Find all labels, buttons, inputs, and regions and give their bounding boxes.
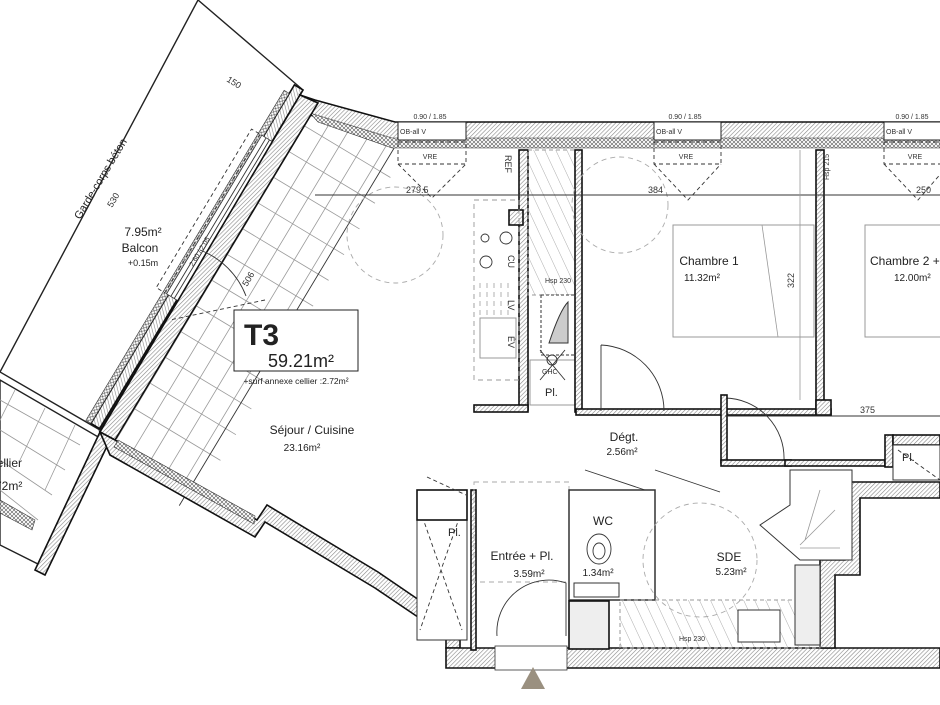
- shutter-3: VRE: [908, 154, 923, 161]
- shutter-1: VRE: [423, 154, 438, 161]
- balcony-area: 7.95m²: [124, 225, 161, 239]
- closet-label-bedroom2: Pl.: [902, 452, 915, 464]
- ceiling-height-kitchen: Hsp 230: [545, 278, 571, 285]
- interior-walls: [169, 149, 940, 651]
- ceiling-height-bathroom: Hsp 230: [679, 636, 705, 643]
- bathroom-name: SDE: [717, 550, 742, 564]
- windows: [397, 121, 940, 201]
- apartment-total-area: 59.21m²: [268, 351, 334, 371]
- apartment-annex-note: +surf annexe cellier :2.72m²: [243, 376, 348, 386]
- dimension-322: 322: [786, 273, 796, 288]
- window-size-1: 0.90 / 1.85: [413, 114, 446, 121]
- cellier-name: Cellier: [0, 456, 22, 470]
- window-type-1: OB-all V: [400, 129, 426, 136]
- bedroom1-name: Chambre 1: [679, 254, 739, 268]
- living-area: 23.16m²: [284, 443, 321, 454]
- entry-name: Entrée + Pl.: [490, 549, 553, 563]
- dimension-506: 506: [240, 270, 256, 288]
- window-type-2: OB-all V: [656, 129, 682, 136]
- window-type-3: OB-all V: [886, 129, 912, 136]
- dimension-lines: [315, 150, 940, 417]
- wc-name: WC: [593, 514, 613, 528]
- cellier-area: 2.72m²: [0, 479, 22, 493]
- balcony-note: +0.15m: [128, 258, 158, 268]
- living-name: Séjour / Cuisine: [270, 423, 355, 437]
- dimension-375: 375: [860, 405, 875, 415]
- cellier: [0, 379, 111, 577]
- balcony-name: Balcon: [122, 241, 159, 255]
- entry-marker-icon: [521, 667, 545, 689]
- entry-area: 3.59m²: [513, 569, 545, 580]
- cooktop-label: CU: [506, 255, 516, 268]
- window-size-3: 0.90 / 1.85: [895, 114, 928, 121]
- apartment-summary-box: [233, 309, 359, 372]
- bedroom2-name: Chambre 2 +: [870, 254, 940, 268]
- balcony: [0, 0, 396, 506]
- bedroom1-area: 11.32m²: [684, 273, 721, 284]
- bathroom-area: 5.23m²: [715, 567, 747, 578]
- apartment-type: T3: [244, 319, 279, 352]
- closet-label-entry: Pl.: [448, 527, 461, 539]
- ceiling-height-bedroom: Hsp 215: [824, 154, 831, 180]
- closet-label-kitchen: Pl.: [545, 387, 558, 399]
- shutter-2: VRE: [679, 154, 694, 161]
- sink-label: ÉV: [506, 336, 516, 348]
- wc-area: 1.34m²: [582, 568, 614, 579]
- dimension-250: 250: [916, 185, 931, 195]
- window-3: [883, 121, 940, 201]
- window-2: [653, 121, 722, 201]
- fridge-label: REF: [503, 155, 513, 174]
- window-1: [397, 121, 467, 199]
- dishwasher-label: LV: [506, 300, 516, 310]
- bedroom2-area: 12.00m²: [894, 273, 931, 284]
- boiler-label: GHC: [542, 369, 558, 376]
- hallway-name: Dégt.: [610, 430, 639, 444]
- dimension-384: 384: [648, 185, 663, 195]
- window-size-2: 0.90 / 1.85: [668, 114, 701, 121]
- dimension-279-5: 279.5: [406, 185, 429, 195]
- hallway-area: 2.56m²: [606, 447, 638, 458]
